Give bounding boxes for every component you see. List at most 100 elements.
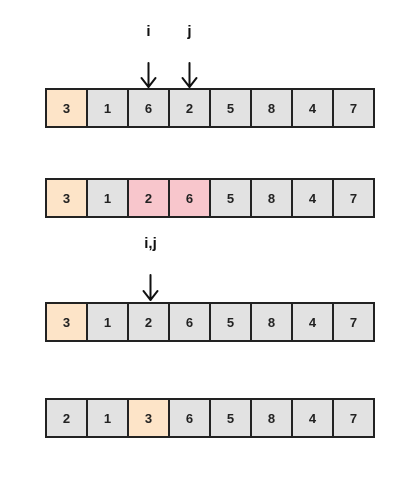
array-cell: 6 [127, 88, 170, 128]
array-cell: 7 [332, 302, 375, 342]
array-cell-value: 7 [350, 191, 357, 206]
array-cell: 7 [332, 398, 375, 438]
array-cell: 5 [209, 302, 252, 342]
array-cell: 7 [332, 178, 375, 218]
pointer-label: i [146, 23, 150, 40]
down-arrow-icon [181, 77, 198, 88]
array-cell: 5 [209, 88, 252, 128]
array-cell: 5 [209, 398, 252, 438]
array-cell-value: 4 [309, 411, 317, 426]
array-cell-box [250, 398, 293, 438]
array-cell: 8 [250, 88, 293, 128]
array-cell: 5 [209, 178, 252, 218]
array-cell: 4 [291, 88, 334, 128]
down-arrow-icon [142, 290, 159, 301]
array-cell-box [209, 302, 252, 342]
array-cell-value: 3 [145, 411, 152, 426]
array-cell: 4 [291, 398, 334, 438]
array-cell-box [209, 178, 252, 218]
array-cell-value: 5 [227, 315, 234, 330]
array-cell-value: 2 [145, 191, 152, 206]
array-cell: 3 [45, 88, 88, 128]
array-cell-value: 6 [145, 101, 152, 116]
down-arrow-icon [140, 77, 157, 88]
array-cell-value: 5 [227, 411, 234, 426]
array-cell-box [127, 178, 170, 218]
array-cell-box [332, 178, 375, 218]
array-row-4: 2 1 3 6 5 8 4 7 [45, 398, 375, 438]
array-cell: 1 [86, 302, 129, 342]
array-cell-value: 4 [309, 315, 317, 330]
array-row-3: 3 1 2 6 5 8 4 7 [45, 302, 375, 342]
array-cell-value: 6 [186, 191, 193, 206]
array-cell-value: 6 [186, 315, 193, 330]
array-cell-box [168, 398, 211, 438]
array-cell-value: 1 [104, 191, 111, 206]
array-cell-value: 2 [186, 101, 193, 116]
array-cell-box [127, 88, 170, 128]
array-cell-value: 2 [145, 315, 152, 330]
array-cell-box [127, 398, 170, 438]
array-cell: 3 [45, 302, 88, 342]
array-cell-value: 8 [268, 315, 275, 330]
array-cell: 8 [250, 398, 293, 438]
array-cell: 2 [127, 178, 170, 218]
array-cell-value: 8 [268, 191, 275, 206]
array-cell-box [209, 88, 252, 128]
array-cell-value: 1 [104, 101, 111, 116]
array-cell-value: 5 [227, 101, 234, 116]
array-cell-box [209, 398, 252, 438]
array-cell-box [332, 88, 375, 128]
array-cell-value: 7 [350, 101, 357, 116]
array-cell-box [332, 302, 375, 342]
array-cell-value: 6 [186, 411, 193, 426]
array-cell: 1 [86, 398, 129, 438]
array-cell: 4 [291, 178, 334, 218]
array-cell-value: 5 [227, 191, 234, 206]
array-cell-value: 4 [309, 101, 317, 116]
array-cell-box [332, 398, 375, 438]
pointer-ij: i,j [142, 235, 159, 301]
array-cell-box [291, 88, 334, 128]
array-cell: 2 [45, 398, 88, 438]
array-cell-value: 7 [350, 315, 357, 330]
array-cell: 2 [168, 88, 211, 128]
array-cell: 8 [250, 302, 293, 342]
array-cell-value: 2 [63, 411, 70, 426]
array-cell: 3 [127, 398, 170, 438]
array-cell: 6 [168, 398, 211, 438]
array-cell: 4 [291, 302, 334, 342]
array-cell: 3 [45, 178, 88, 218]
array-cell-box [86, 398, 129, 438]
array-cell: 7 [332, 88, 375, 128]
array-cell: 6 [168, 302, 211, 342]
array-cell-box [86, 302, 129, 342]
array-cell: 8 [250, 178, 293, 218]
array-cell-value: 8 [268, 101, 275, 116]
array-cell-box [45, 88, 88, 128]
pointer-i: i [140, 23, 157, 88]
array-cell-box [86, 88, 129, 128]
pointer-j: j [181, 23, 198, 88]
array-cell-value: 1 [104, 315, 111, 330]
array-cell-value: 3 [63, 315, 70, 330]
array-cell: 1 [86, 88, 129, 128]
array-cell-value: 3 [63, 101, 70, 116]
array-cell: 2 [127, 302, 170, 342]
pointer-label: i,j [144, 235, 157, 252]
array-cell-box [86, 178, 129, 218]
array-cell: 1 [86, 178, 129, 218]
array-cell-box [291, 398, 334, 438]
array-row-2: 3 1 2 6 5 8 4 7 [45, 178, 375, 218]
array-cell-value: 3 [63, 191, 70, 206]
array-cell-value: 1 [104, 411, 111, 426]
array-row-1: 3 1 6 2 5 8 4 7 [45, 88, 375, 128]
array-cell-value: 8 [268, 411, 275, 426]
array-cell-box [127, 302, 170, 342]
array-cell-value: 4 [309, 191, 317, 206]
pointer-label: j [186, 23, 191, 40]
array-cell: 6 [168, 178, 211, 218]
array-cell-value: 7 [350, 411, 357, 426]
array-cell-box [168, 178, 211, 218]
